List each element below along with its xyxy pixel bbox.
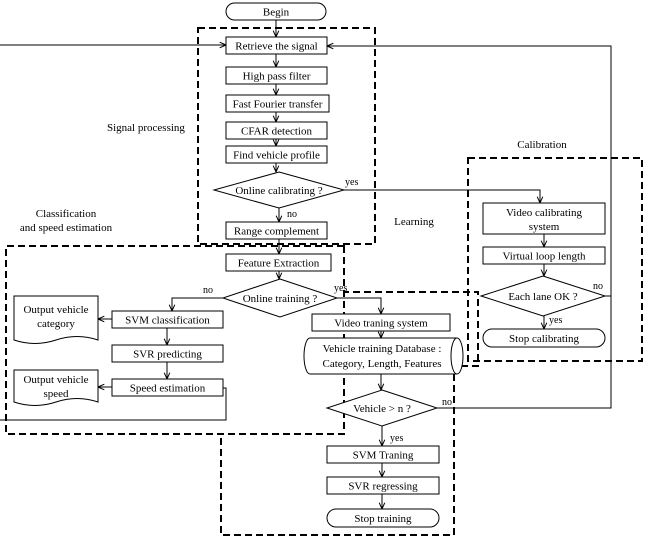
fft-label: Fast Fourier transfer xyxy=(233,99,323,111)
vehicle-yes-label: yes xyxy=(390,433,403,444)
svm-classification-label: SVM classification xyxy=(125,315,210,327)
speed-estimation-label: Speed estimation xyxy=(130,383,206,395)
online-calibrating-label: Online calibrating ? xyxy=(235,185,322,197)
classification-label-line2: and speed estimation xyxy=(20,222,113,234)
stop-calibrating-label: Stop calibrating xyxy=(509,333,579,345)
training-database-label-line2: Category, Length, Features xyxy=(322,358,441,370)
video-calibrating-box xyxy=(482,202,606,235)
stop-training-label: Stop training xyxy=(354,513,412,525)
output-category-label-line1: Output vehicle xyxy=(23,304,88,316)
signal-processing-region xyxy=(197,27,376,245)
training-database-cylinder-edge xyxy=(450,337,458,375)
output-category-label-line2: category xyxy=(37,318,75,330)
learning-region xyxy=(220,246,479,536)
edge-vehicle-no xyxy=(437,296,612,409)
edge-lane-no xyxy=(327,46,612,297)
lane-no-label: no xyxy=(593,281,603,292)
edge-training-no xyxy=(172,297,223,311)
calibration-region xyxy=(467,157,643,362)
vehicle-count-label: Vehicle > n ? xyxy=(353,403,411,415)
edge-speed-loop xyxy=(0,387,227,421)
online-training-label: Online training ? xyxy=(243,293,318,305)
high-pass-filter-label: High pass filter xyxy=(243,71,311,83)
training-yes-label: yes xyxy=(334,283,347,294)
svr-regressing-label: SVR regressing xyxy=(348,481,418,493)
cfar-detection-label: CFAR detection xyxy=(241,126,312,138)
range-complement-label: Range complement xyxy=(234,226,319,238)
video-calibrating-label-line1: Video calibrating xyxy=(506,207,583,219)
svr-predicting-label: SVR predicting xyxy=(133,349,202,361)
video-training-label: Video traning system xyxy=(334,318,428,330)
virtual-loop-label: Virtual loop length xyxy=(502,251,586,263)
output-category-document xyxy=(13,295,99,344)
each-lane-decision xyxy=(479,275,607,317)
edge-calibrating-yes xyxy=(344,189,540,203)
vehicle-profile-label: Find vehicle profile xyxy=(233,150,320,162)
training-no-label: no xyxy=(203,285,213,296)
lane-yes-label: yes xyxy=(549,315,562,326)
calibration-label: Calibration xyxy=(517,139,567,151)
edge-training-yes xyxy=(337,297,381,314)
each-lane-label: Each lane OK ? xyxy=(508,291,577,303)
retrieve-signal-label: Retrieve the signal xyxy=(235,41,317,53)
feature-extraction-label: Feature Extraction xyxy=(238,258,320,270)
classification-label-line1: Classification xyxy=(36,208,97,220)
video-calibrating-label-line2: system xyxy=(529,221,560,233)
training-database-label-line1: Vehicle training Database : xyxy=(323,343,442,355)
begin-label: Begin xyxy=(263,7,290,19)
calibrating-no-label: no xyxy=(287,209,297,220)
output-speed-label-line2: speed xyxy=(43,388,69,400)
learning-label: Learning xyxy=(394,216,434,228)
online-training-decision xyxy=(221,278,339,318)
signal-processing-label: Signal processing xyxy=(107,122,185,134)
svm-training-label: SVM Traning xyxy=(353,450,414,462)
output-speed-document xyxy=(13,369,99,406)
calibrating-yes-label: yes xyxy=(345,177,358,188)
output-speed-label-line1: Output vehicle xyxy=(23,374,88,386)
vehicle-no-label: no xyxy=(442,397,452,408)
